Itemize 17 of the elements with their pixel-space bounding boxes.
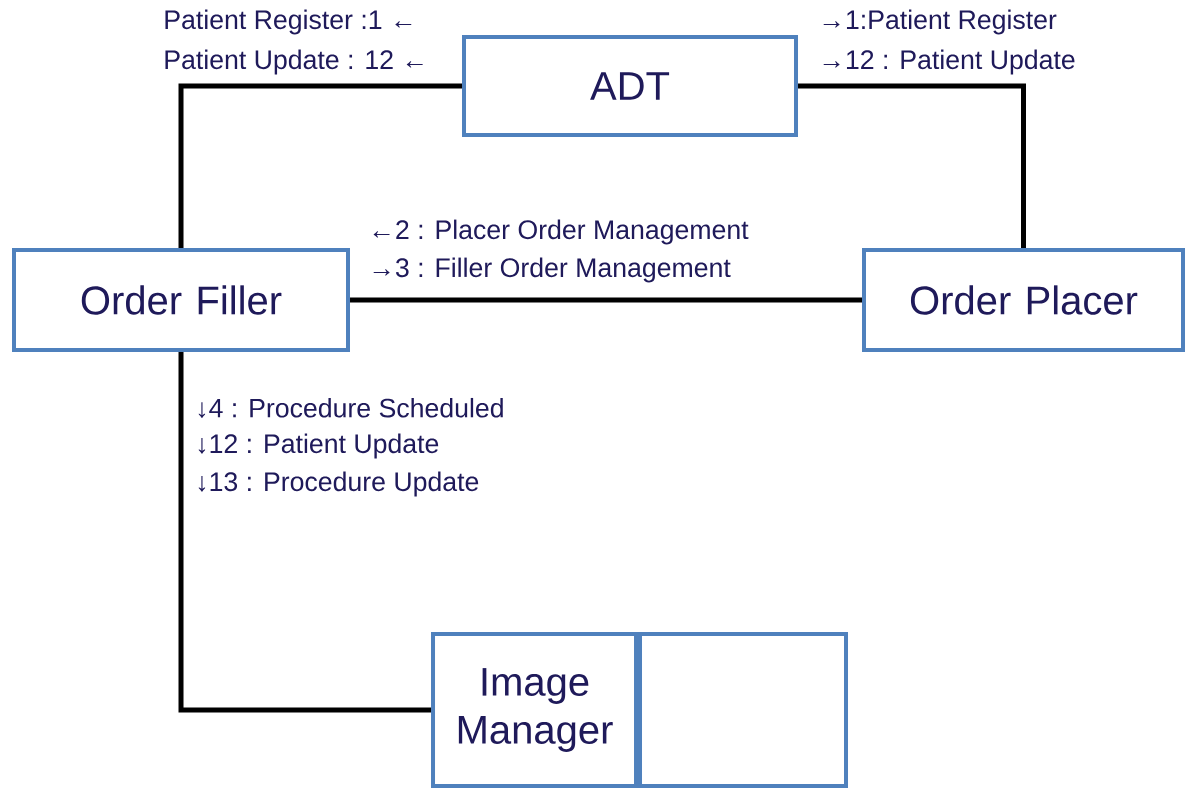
message-label: →12 : Patient Update bbox=[823, 49, 1075, 75]
message-label: →3 : Filler Order Management bbox=[373, 257, 731, 283]
message-label: ↓4 : Procedure Scheduled bbox=[198, 397, 503, 419]
connector-line bbox=[178, 83, 462, 248]
process-box: Order Placer bbox=[862, 248, 1185, 352]
process-box: Image Manager bbox=[431, 632, 638, 788]
process-box: ADT bbox=[462, 35, 798, 137]
connector-line bbox=[798, 83, 1026, 248]
message-label: ←2 : Placer Order Management bbox=[373, 219, 749, 245]
connector-line bbox=[350, 297, 862, 303]
connector-line bbox=[178, 352, 431, 713]
message-label: ↓12 : Patient Update bbox=[198, 433, 439, 459]
message-label: →1:Patient Register bbox=[823, 9, 1057, 35]
process-box: Order Filler bbox=[12, 248, 350, 352]
message-label: Patient Update : 12 ← bbox=[165, 49, 423, 75]
message-label: Patient Register :1 ← bbox=[165, 9, 412, 35]
message-label: ↓13 : Procedure Update bbox=[198, 471, 479, 497]
